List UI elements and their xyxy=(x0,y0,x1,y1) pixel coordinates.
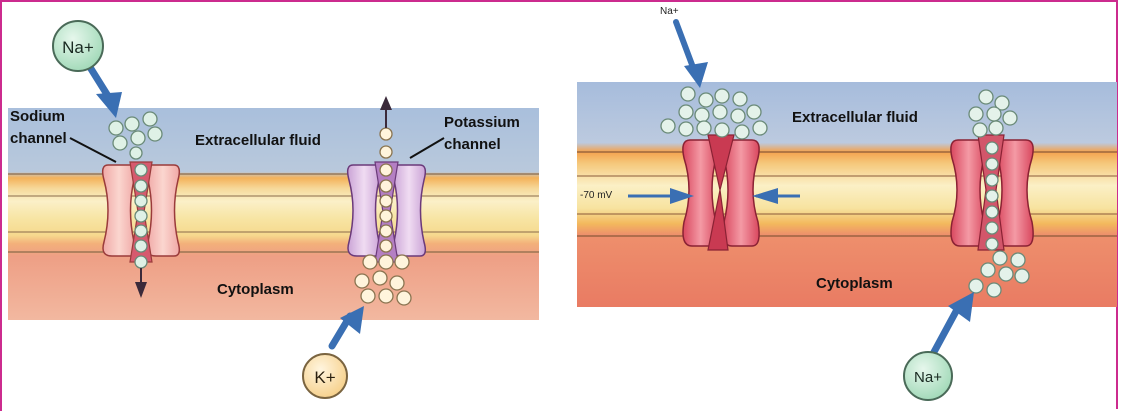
cytoplasm-label-left: Cytoplasm xyxy=(217,281,294,299)
extracellular-fluid-label-left: Extracellular fluid xyxy=(195,132,321,150)
sodium-channel-label-line1: Sodium xyxy=(10,108,65,126)
cytoplasm-label-right: Cytoplasm xyxy=(816,275,893,293)
potassium-channel-label-line1: Potassium xyxy=(444,114,520,132)
arrow-na-in-right xyxy=(676,22,708,88)
svg-text:Na+: Na+ xyxy=(62,38,94,57)
na-ion-left-top: Na+ xyxy=(53,21,103,71)
k-ion-left-bottom: K+ xyxy=(303,354,347,398)
na-ion-right-bottom: Na+ xyxy=(904,352,952,400)
svg-text:K+: K+ xyxy=(314,368,335,387)
voltage-label: -70 mV xyxy=(580,190,612,201)
svg-text:Na+: Na+ xyxy=(914,369,942,386)
na-ion-label-right-top: Na+ xyxy=(660,6,679,17)
potassium-channel-label-line2: channel xyxy=(444,136,501,154)
extracellular-fluid-label-right: Extracellular fluid xyxy=(792,109,918,127)
sodium-channel-label-line2: channel xyxy=(10,130,67,148)
